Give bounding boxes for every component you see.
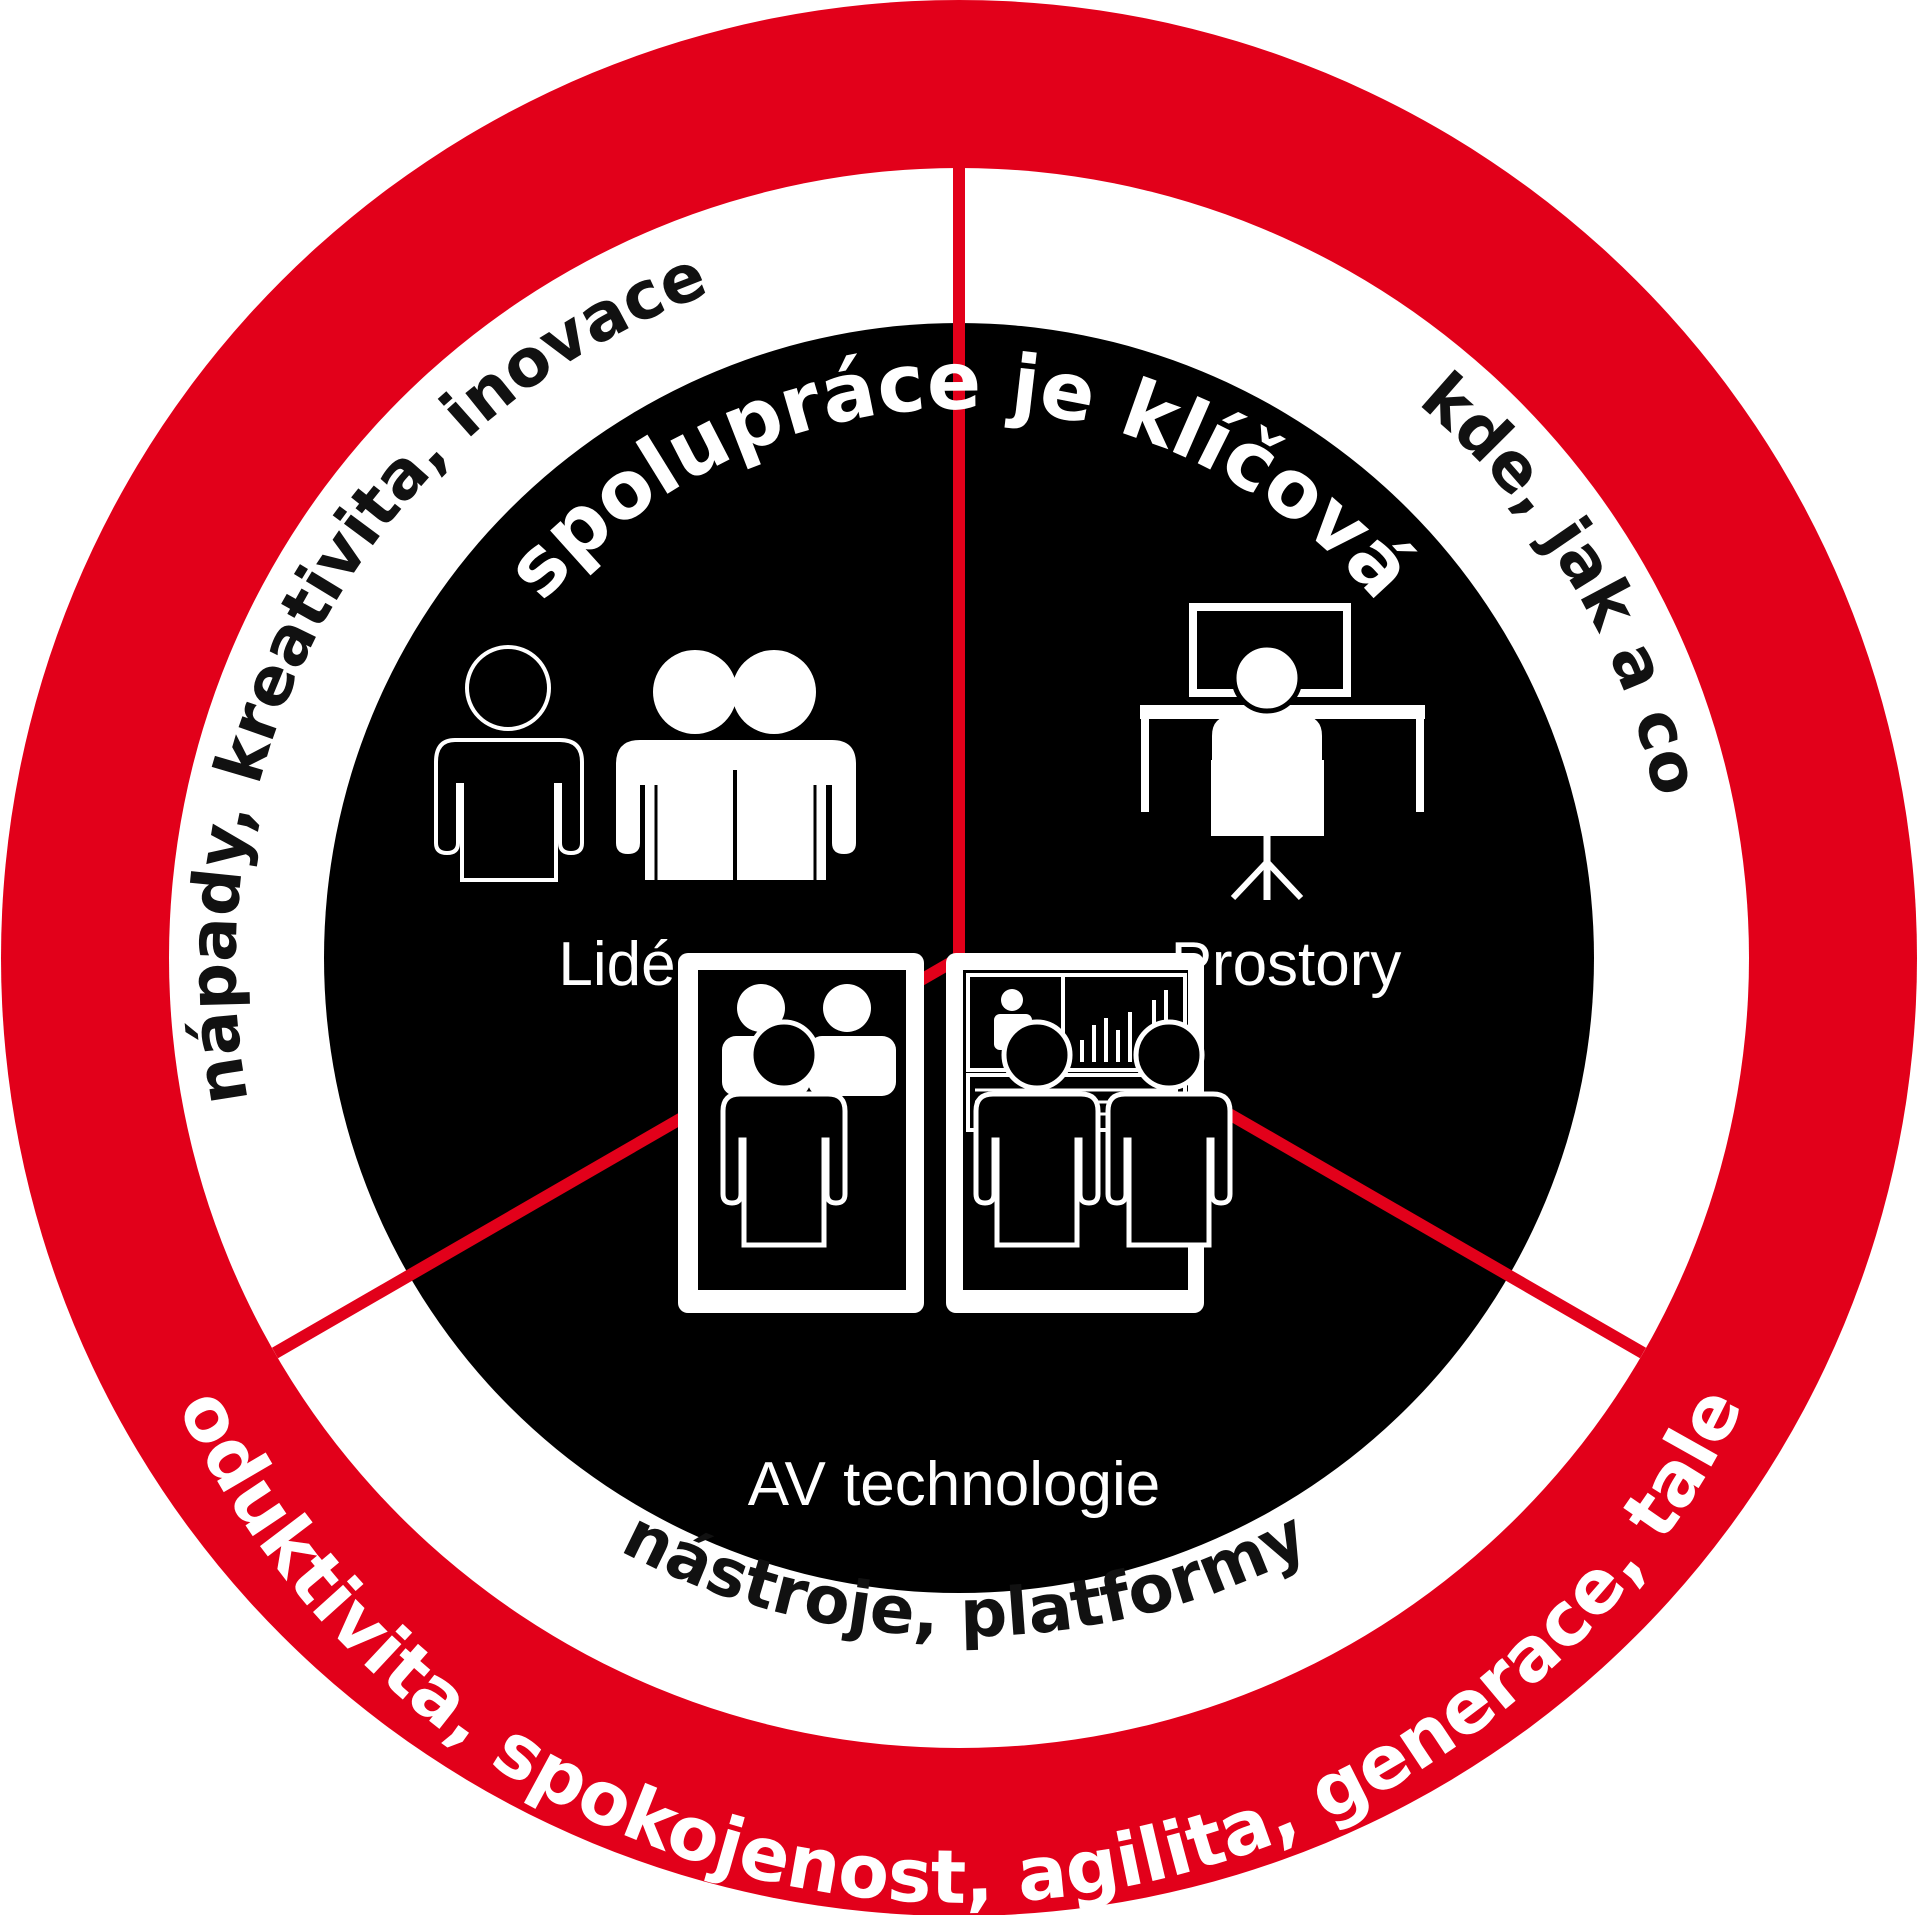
workspace-desk-icon [1140,603,1425,901]
segment-label-prostory: Prostory [1171,930,1402,999]
segment-label-lide: Lidé [558,930,675,999]
people-icon [434,645,856,882]
segment-label-av-technologie: AV technologie [748,1450,1160,1519]
video-conference-icon [678,953,1233,1313]
